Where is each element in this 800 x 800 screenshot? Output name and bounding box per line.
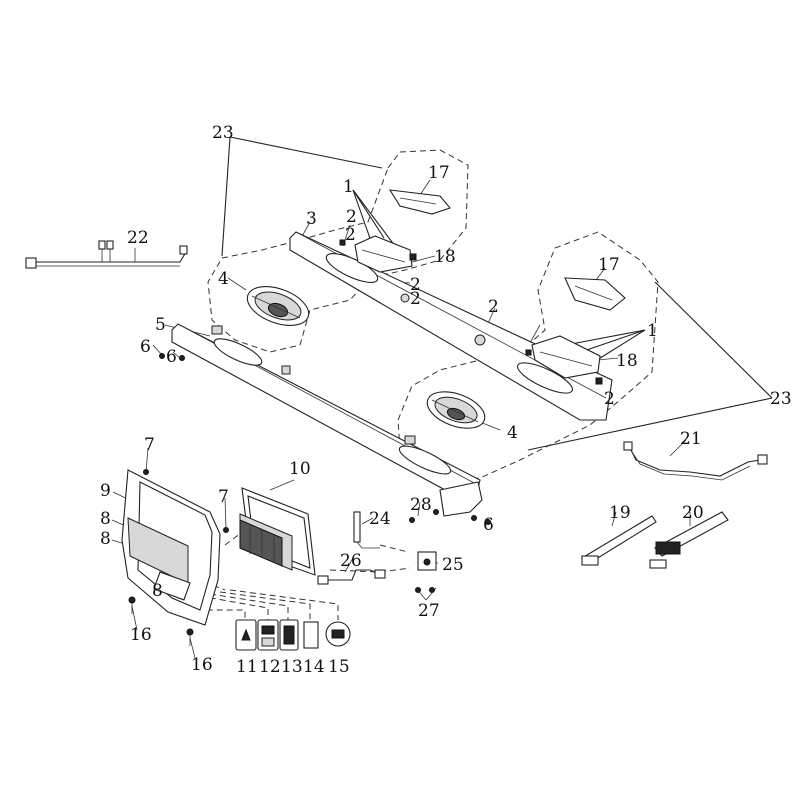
callout-7-a: 7 — [144, 435, 155, 455]
tweeter-18-upper — [354, 235, 413, 273]
callout-2-a: 2 — [346, 207, 357, 227]
screws-6 — [159, 353, 491, 525]
wire-26 — [322, 569, 381, 581]
callout-27: 27 — [418, 601, 440, 621]
tweeter-grille-17-right — [564, 277, 626, 311]
callout-5: 5 — [155, 315, 166, 335]
callout-17-upper: 17 — [428, 163, 450, 183]
callout-2-b: 2 — [345, 225, 356, 245]
woofer-right — [426, 391, 486, 429]
callout-17-right: 17 — [598, 255, 620, 275]
rear-speaker-bar — [289, 231, 613, 421]
callout-24: 24 — [369, 509, 391, 529]
callout-10: 10 — [289, 459, 311, 479]
callout-15: 15 — [328, 657, 350, 677]
callout-20: 20 — [682, 503, 704, 523]
callout-18-upper: 18 — [434, 247, 456, 267]
wire-harness-22 — [25, 240, 188, 269]
callout-6-c: 6 — [483, 515, 494, 535]
callout-18-right: 18 — [616, 351, 638, 371]
callout-13: 13 — [281, 657, 303, 677]
switch-blank-14 — [303, 621, 319, 649]
callout-1-upper: 1 — [343, 177, 354, 197]
callout-16-b: 16 — [191, 655, 213, 675]
upper-tweeter-assembly — [339, 189, 451, 273]
head-unit — [239, 487, 316, 576]
callout-labels: 23 17 1 3 2 2 18 22 4 2 2 5 6 6 17 2 1 1… — [100, 123, 792, 677]
fuse-24 — [353, 511, 361, 543]
callout-23-upper: 23 — [212, 123, 234, 143]
woofer-left — [246, 286, 310, 326]
group-outlines — [207, 149, 659, 481]
cable-tie-19 — [581, 515, 657, 566]
bracket-28 — [439, 481, 483, 517]
wire-harness-21 — [623, 441, 768, 481]
callout-19: 19 — [609, 503, 631, 523]
callout-28: 28 — [410, 495, 432, 515]
front-speaker-bar — [171, 323, 481, 499]
callout-9: 9 — [100, 481, 111, 501]
callout-26: 26 — [340, 551, 362, 571]
callout-6-b: 6 — [166, 347, 177, 367]
callout-11: 11 — [236, 657, 258, 677]
callout-21: 21 — [680, 429, 702, 449]
switch-panel — [235, 619, 351, 651]
cable-tie-20 — [649, 511, 729, 569]
callout-8-c: 8 — [152, 581, 163, 601]
tweeter-grille-17-upper — [388, 189, 451, 215]
callout-2-f: 2 — [604, 389, 615, 409]
callout-22: 22 — [127, 228, 149, 248]
tweeter-18-right — [531, 335, 601, 379]
callout-23-right: 23 — [770, 389, 792, 409]
callout-8-b: 8 — [100, 529, 111, 549]
right-tweeter-assembly — [525, 277, 626, 385]
accessory-parts — [317, 481, 483, 593]
callout-6-a: 6 — [140, 337, 151, 357]
callout-4-right: 4 — [507, 423, 518, 443]
screws-16 — [128, 596, 194, 646]
assembly-outline-right — [397, 231, 659, 481]
callout-25: 25 — [442, 555, 464, 575]
callout-8-a: 8 — [100, 509, 111, 529]
head-unit-bezel — [121, 469, 229, 626]
callout-3: 3 — [306, 209, 317, 229]
callout-2-d: 2 — [410, 289, 421, 309]
callout-14: 14 — [303, 657, 325, 677]
callout-7-b: 7 — [218, 487, 229, 507]
assembly-outline-upper-left — [207, 149, 469, 353]
callout-16-a: 16 — [130, 625, 152, 645]
callout-4-left: 4 — [218, 269, 229, 289]
callout-2-e: 2 — [488, 297, 499, 317]
callout-1-right: 1 — [647, 321, 658, 341]
callout-12: 12 — [259, 657, 281, 677]
callout-2-c: 2 — [410, 275, 421, 295]
